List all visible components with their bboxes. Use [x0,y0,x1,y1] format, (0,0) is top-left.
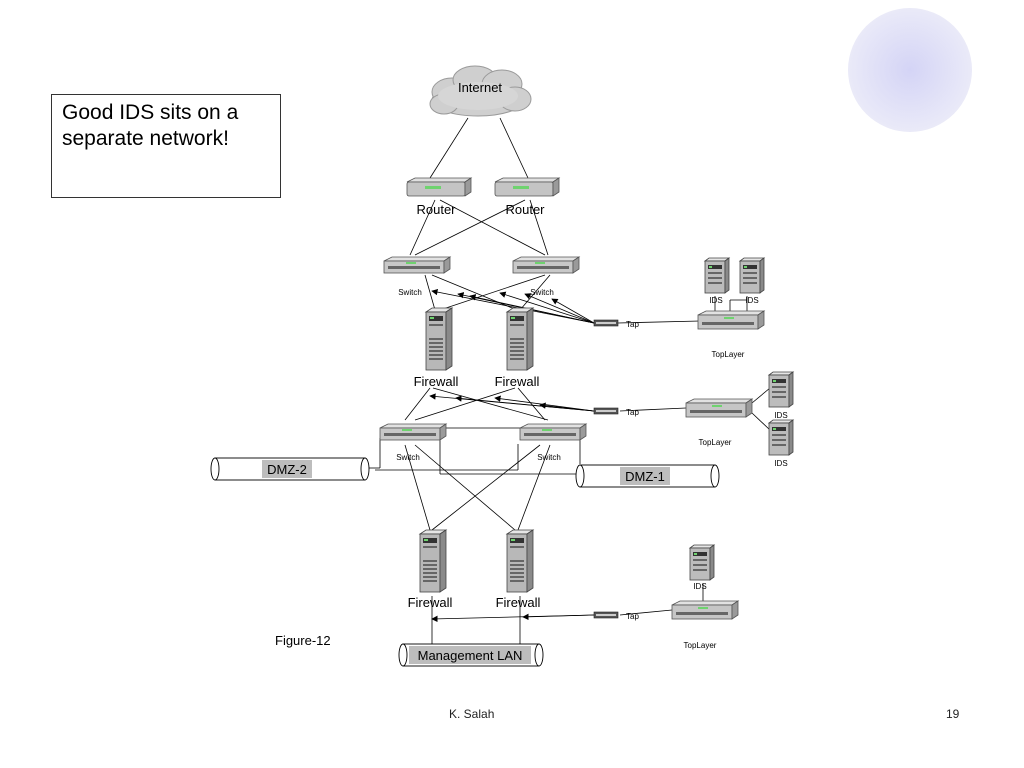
switch-upper-left-label: Switch [398,288,422,297]
firewall-upper-right: Firewall [495,307,540,389]
connection-lines [366,117,771,645]
toplayer-upper: TopLayer [697,310,765,359]
firewall-lower-left-label: Firewall [408,595,453,610]
router-right-label: Router [505,202,545,217]
ids-middle-top: IDS [768,371,794,420]
switch-upper-right: Switch [512,256,580,297]
toplayer-middle: TopLayer [685,398,753,447]
toplayer-lower: TopLayer [671,600,739,650]
router-right: Router [494,177,560,217]
figure-caption: Figure-12 [275,633,331,648]
toplayer-middle-label: TopLayer [699,438,732,447]
ids-middle-bottom-label: IDS [774,459,787,468]
internet-cloud: Internet [429,65,532,117]
tap-upper-label: Tap [626,320,639,329]
firewall-upper-right-label: Firewall [495,374,540,389]
switch-lower-left: Switch [379,423,447,462]
ids-lower: IDS [689,544,715,591]
callout-text: Good IDS sits on a separate network! [62,101,239,150]
switch-lower-right: Switch [519,423,587,462]
tap-middle: Tap [593,407,639,417]
toplayer-lower-label: TopLayer [684,641,717,650]
firewall-upper-left: Firewall [414,307,459,389]
switch-lower-right-label: Switch [537,453,561,462]
decor-circle [848,8,972,132]
ids-upper-right: IDS [739,257,765,305]
footer-author: K. Salah [449,707,495,721]
firewall-lower-right-label: Firewall [496,595,541,610]
ids-upper-left-label: IDS [709,296,722,305]
ids-middle-top-label: IDS [774,411,787,420]
firewall-lower-left: Firewall [408,529,453,610]
mgmt-lan-label: Management LAN [418,648,523,663]
dmz2-segment: DMZ-2 [210,457,370,481]
firewall-upper-left-label: Firewall [414,374,459,389]
ids-middle-bottom: IDS [768,419,794,468]
dmz1-label: DMZ-1 [625,469,665,484]
ids-upper-right-label: IDS [745,296,758,305]
tap-lower: Tap [593,611,639,621]
router-left-label: Router [416,202,456,217]
firewall-lower-right: Firewall [496,529,541,610]
internet-label: Internet [458,80,502,95]
toplayer-upper-label: TopLayer [712,350,745,359]
ids-lower-label: IDS [693,582,706,591]
switch-lower-left-label: Switch [396,453,420,462]
tap-arrows [429,288,595,623]
page-number: 19 [946,707,960,721]
ids-upper-left: IDS [704,257,730,305]
router-left: Router [406,177,472,217]
switch-upper-right-label: Switch [530,288,554,297]
mgmt-lan-segment: Management LAN [398,643,544,667]
switch-upper-left: Switch [383,256,451,297]
tap-middle-label: Tap [626,408,639,417]
callout-box: Good IDS sits on a separate network! [51,94,281,198]
dmz2-label: DMZ-2 [267,462,307,477]
tap-upper: Tap [593,319,639,329]
dmz1-segment: DMZ-1 [575,464,720,488]
tap-lower-label: Tap [626,612,639,621]
